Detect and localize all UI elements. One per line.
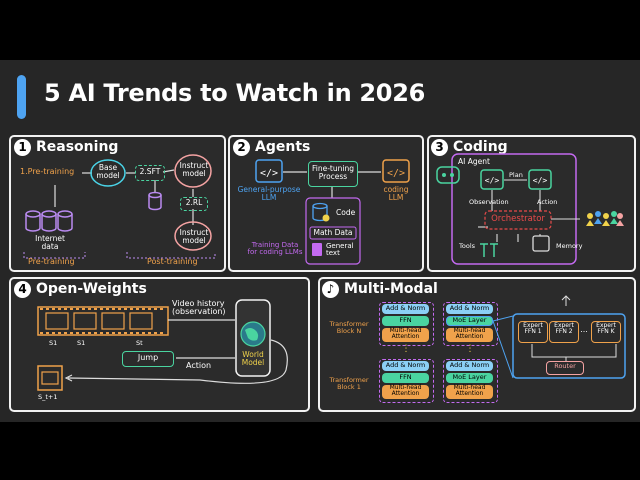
block-n-dense [379,302,434,346]
coding-llm-label: coding LLM [383,185,409,202]
s1-label-b: S1 [77,339,86,347]
coding-panel [427,135,636,272]
b1-moe-layer-box [446,373,493,383]
instruct-model-bottom-label: Instruct model [179,228,209,245]
block-1-dense [379,359,434,403]
page-title: 5 AI Trends to Watch in 2026 [44,79,426,107]
coding-title: Coding [453,139,508,155]
b1-ffn-box [382,373,429,383]
internet-data-label: Internet data [35,234,65,251]
video-history-label: Video history (observation) [172,299,226,317]
expert-dots: ... [580,325,588,334]
moe-attention-box [446,328,493,342]
moe-add-norm-box [446,304,493,314]
open-weights-number-badge: 4 [14,281,31,298]
world-model-label: World Model [241,350,265,367]
sft-label: 2.SFT [139,167,161,176]
ffn-box [382,316,429,326]
tools-label: Tools [459,242,476,250]
multimodal-number-badge: ♪ [322,281,339,298]
general-text-label: General text [326,242,354,258]
block-1-moe [443,359,498,403]
math-data-label: Math Data [313,228,353,237]
action-label: Action [186,361,212,370]
general-llm-label: General-purpose LLM [237,185,301,202]
b1-add-norm-box [382,361,429,371]
ai-agent-label: AI Agent [458,157,490,166]
moe-attention-label: Multi-head Attention [453,327,486,341]
attention-label: Multi-head Attention [389,327,422,341]
next-state-label: S_t+1 [38,393,58,401]
moe-ellipsis: ⋮ [465,344,475,354]
memory-label: Memory [556,242,583,250]
b1-moe-attention-label: Multi-head Attention [453,384,486,398]
jump-label: Jump [137,353,159,362]
b1-moe-add-norm-label: Add & Norm [449,361,490,369]
rl-label: 2.RL [185,198,203,207]
router-box [546,361,584,375]
action-label: Action [537,198,558,206]
pretraining-label: Pre-training [28,257,75,266]
rl-box [180,197,208,211]
attention-box [382,328,429,342]
b1-attention-label: Multi-head Attention [389,384,422,398]
b1-moe-layer-label: MoE Layer [452,373,487,381]
moe-layer-box [446,316,493,326]
training-data-label: Training Data for coding LLMs [247,241,303,257]
dense-ellipsis: ⋮ [401,344,411,354]
transformer-block-n-label: Transformer Block N [329,320,369,335]
post-training-label: Post-training [147,257,198,266]
coding-number-badge: 3 [431,139,448,156]
reasoning-title: Reasoning [36,139,119,155]
moe-layer-label: MoE Layer [452,316,487,324]
expert-1-label: Expert FFN 1 [523,322,543,336]
expert-2-label: Expert FFN 2 [554,322,574,336]
s1-label-a: S1 [49,339,58,347]
multimodal-title: Multi-Modal [344,281,438,297]
expert-2-box [549,321,579,343]
b1-moe-attention-box [446,385,493,399]
ffn-label: FFN [399,316,412,324]
add-norm-box [382,304,429,314]
transformer-block-1-label: Transformer Block 1 [329,376,369,391]
open-weights-title: Open-Weights [36,281,147,297]
orchestrator-label: Orchestrator [491,214,545,224]
plan-label: Plan [509,171,523,179]
moe-add-norm-label: Add & Norm [449,304,490,312]
jump-box [122,351,174,367]
expert-1-box [518,321,548,343]
finetuning-label: Fine-tuning Process [312,164,354,181]
reasoning-number-badge: 1 [14,139,31,156]
expert-k-box [591,321,621,343]
sft-box [135,165,165,181]
title-accent-bar [17,75,26,119]
b1-moe-add-norm-box [446,361,493,371]
pretraining-step-label: 1.Pre-training [20,167,75,176]
add-norm-label: Add & Norm [385,304,426,312]
instruct-model-top-label: Instruct model [179,161,209,178]
base-model-label: Base model [96,163,120,180]
agents-title: Agents [255,139,311,155]
expert-k-label: Expert FFN K [596,322,616,336]
b1-ffn-label: FFN [399,373,412,381]
finetuning-box [308,161,358,187]
b1-attention-box [382,385,429,399]
router-label: Router [554,362,576,370]
b1-add-norm-label: Add & Norm [385,361,426,369]
observation-label: Observation [469,198,509,206]
st-label: St [136,339,143,347]
code-label: Code [336,208,356,217]
agents-number-badge: 2 [233,139,250,156]
